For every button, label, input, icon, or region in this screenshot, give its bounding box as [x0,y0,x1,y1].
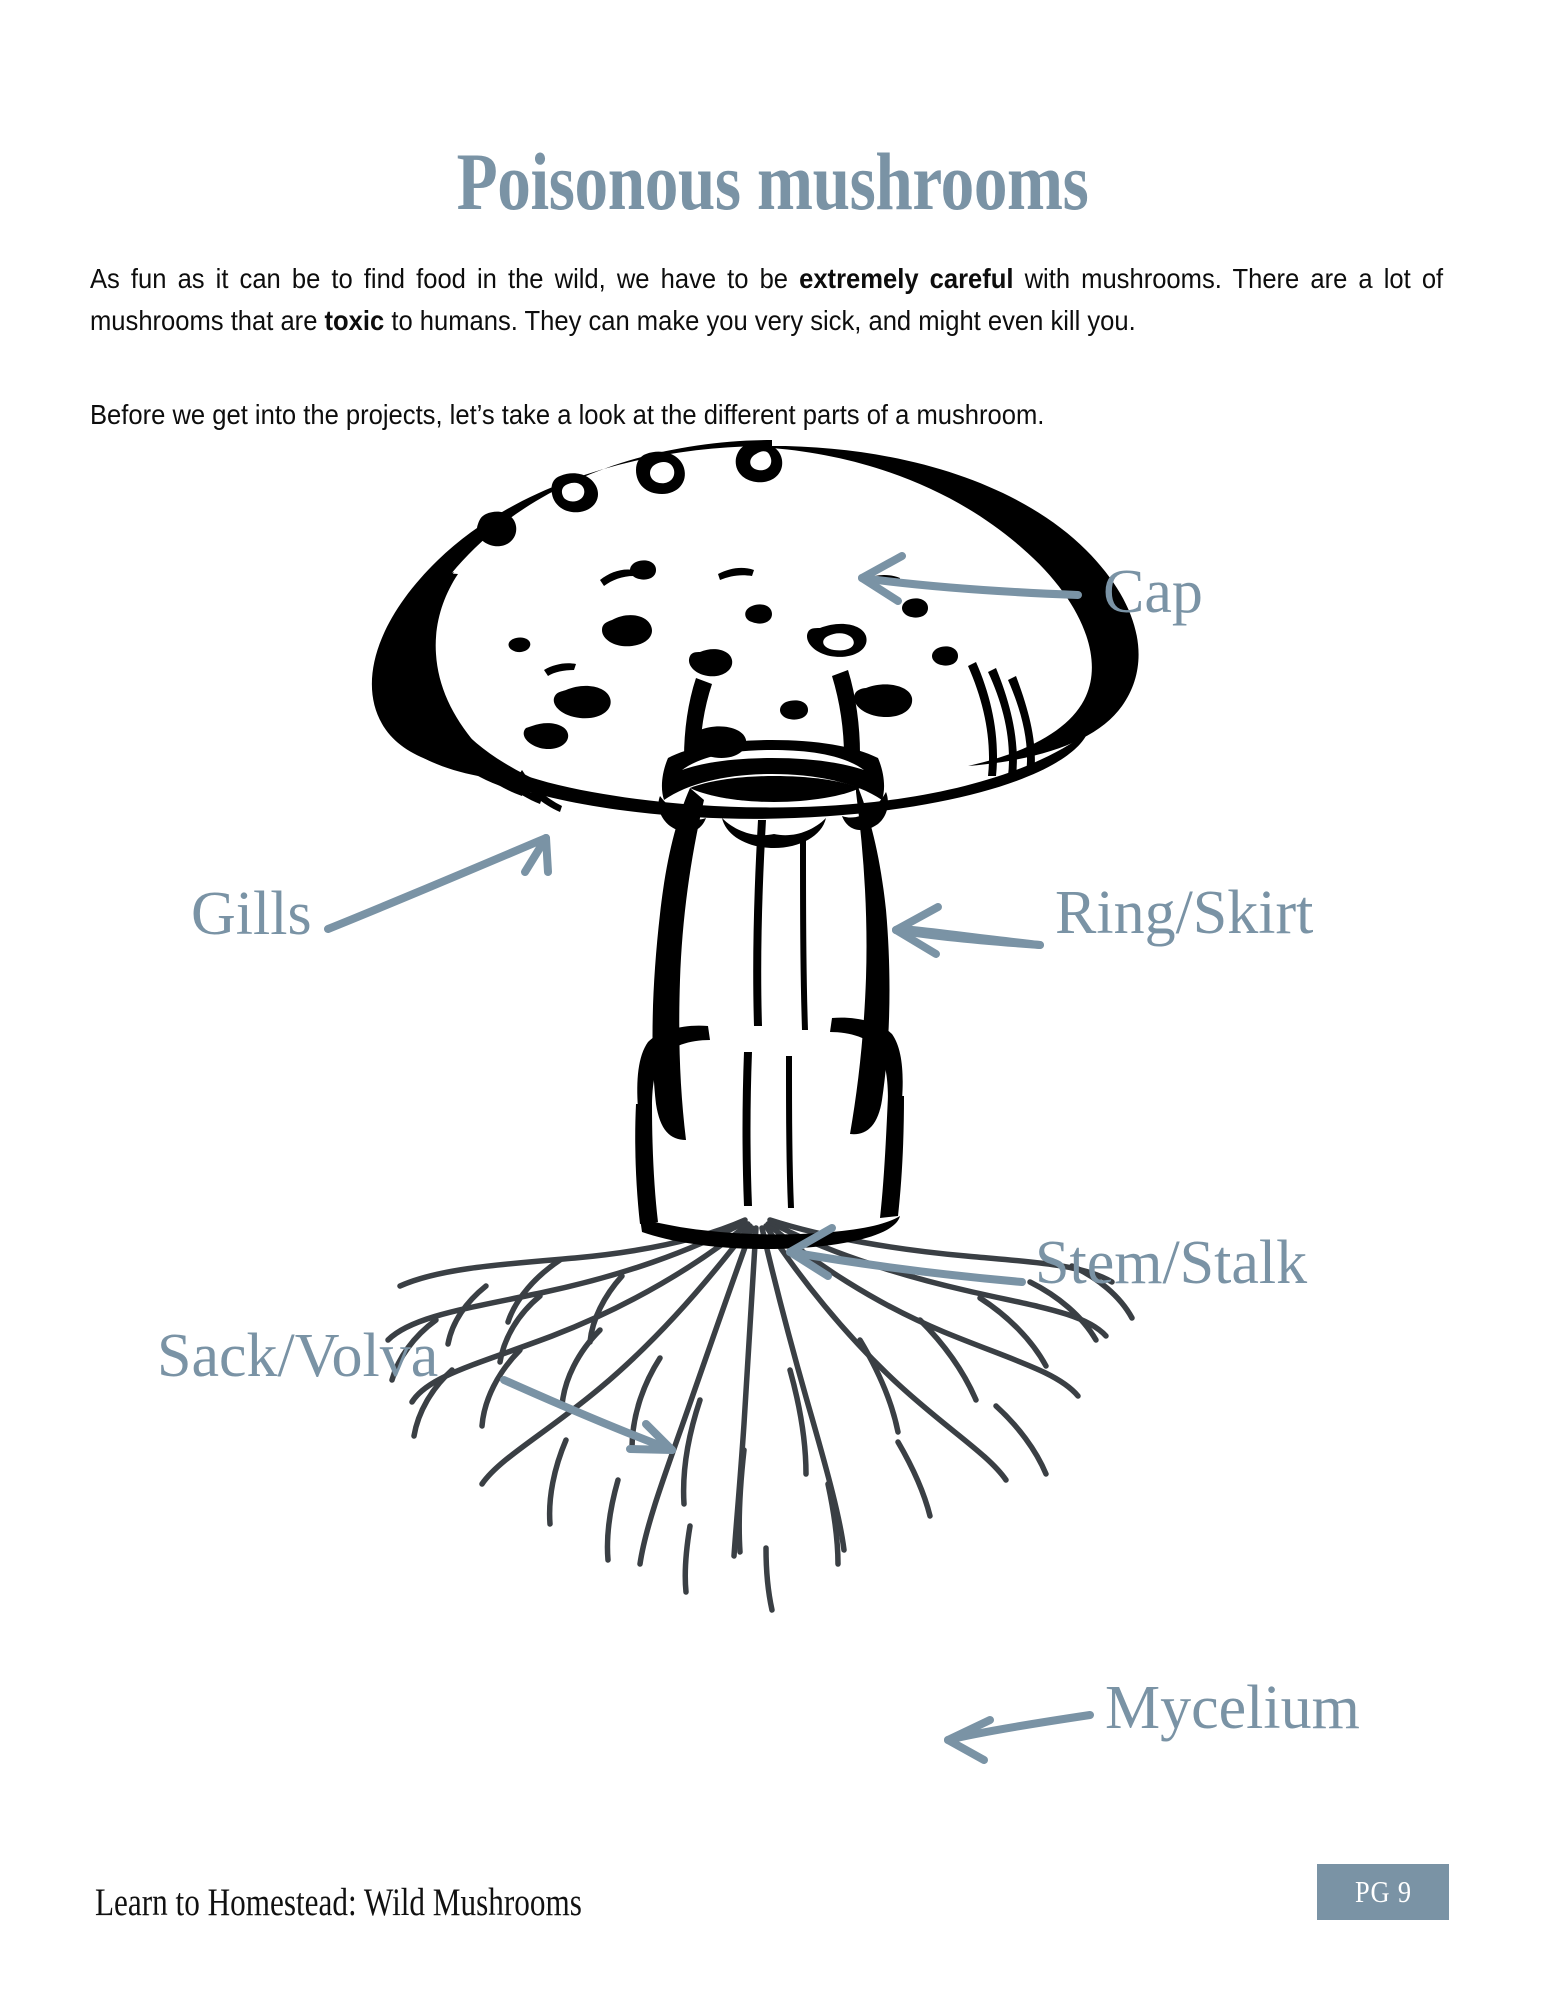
footer-book-title: Learn to Homestead: Wild Mushrooms [95,1881,582,1924]
page-number-badge: PG 9 [1317,1864,1449,1920]
mushroom-volva-sack [635,1017,904,1250]
paragraph-intro: As fun as it can be to find food in the … [90,258,1443,342]
page-number-label: PG 9 [1354,1874,1412,1909]
mycelium-roots [385,1217,1135,1613]
paragraph-lead-in: Before we get into the projects, let’s t… [90,399,1045,430]
mushroom-anatomy-diagram [0,440,1545,1840]
emphasis-extremely-careful: extremely careful [799,263,1014,294]
paragraph-intro-seg2: with mushrooms. There are a lot of mushr… [90,263,1444,336]
body-text-block: As fun as it can be to find food in the … [90,258,1444,430]
paragraph-intro-seg1: As fun as it can be to find food in the … [90,263,800,294]
label-ring-skirt: Ring/Skirt [1055,879,1314,947]
mushroom-cap [371,440,1139,819]
label-stem-stalk: Stem/Stalk [1035,1229,1308,1297]
paragraph-intro-seg3: to humans. They can make you very sick, … [384,305,1136,336]
label-cap: Cap [1103,558,1203,626]
label-gills: Gills [191,880,312,948]
label-sack-volva: Sack/Volva [157,1322,439,1390]
page-title: Poisonous mushrooms [456,135,1089,227]
emphasis-toxic: toxic [324,305,385,336]
label-mycelium: Mycelium [1105,1674,1360,1742]
